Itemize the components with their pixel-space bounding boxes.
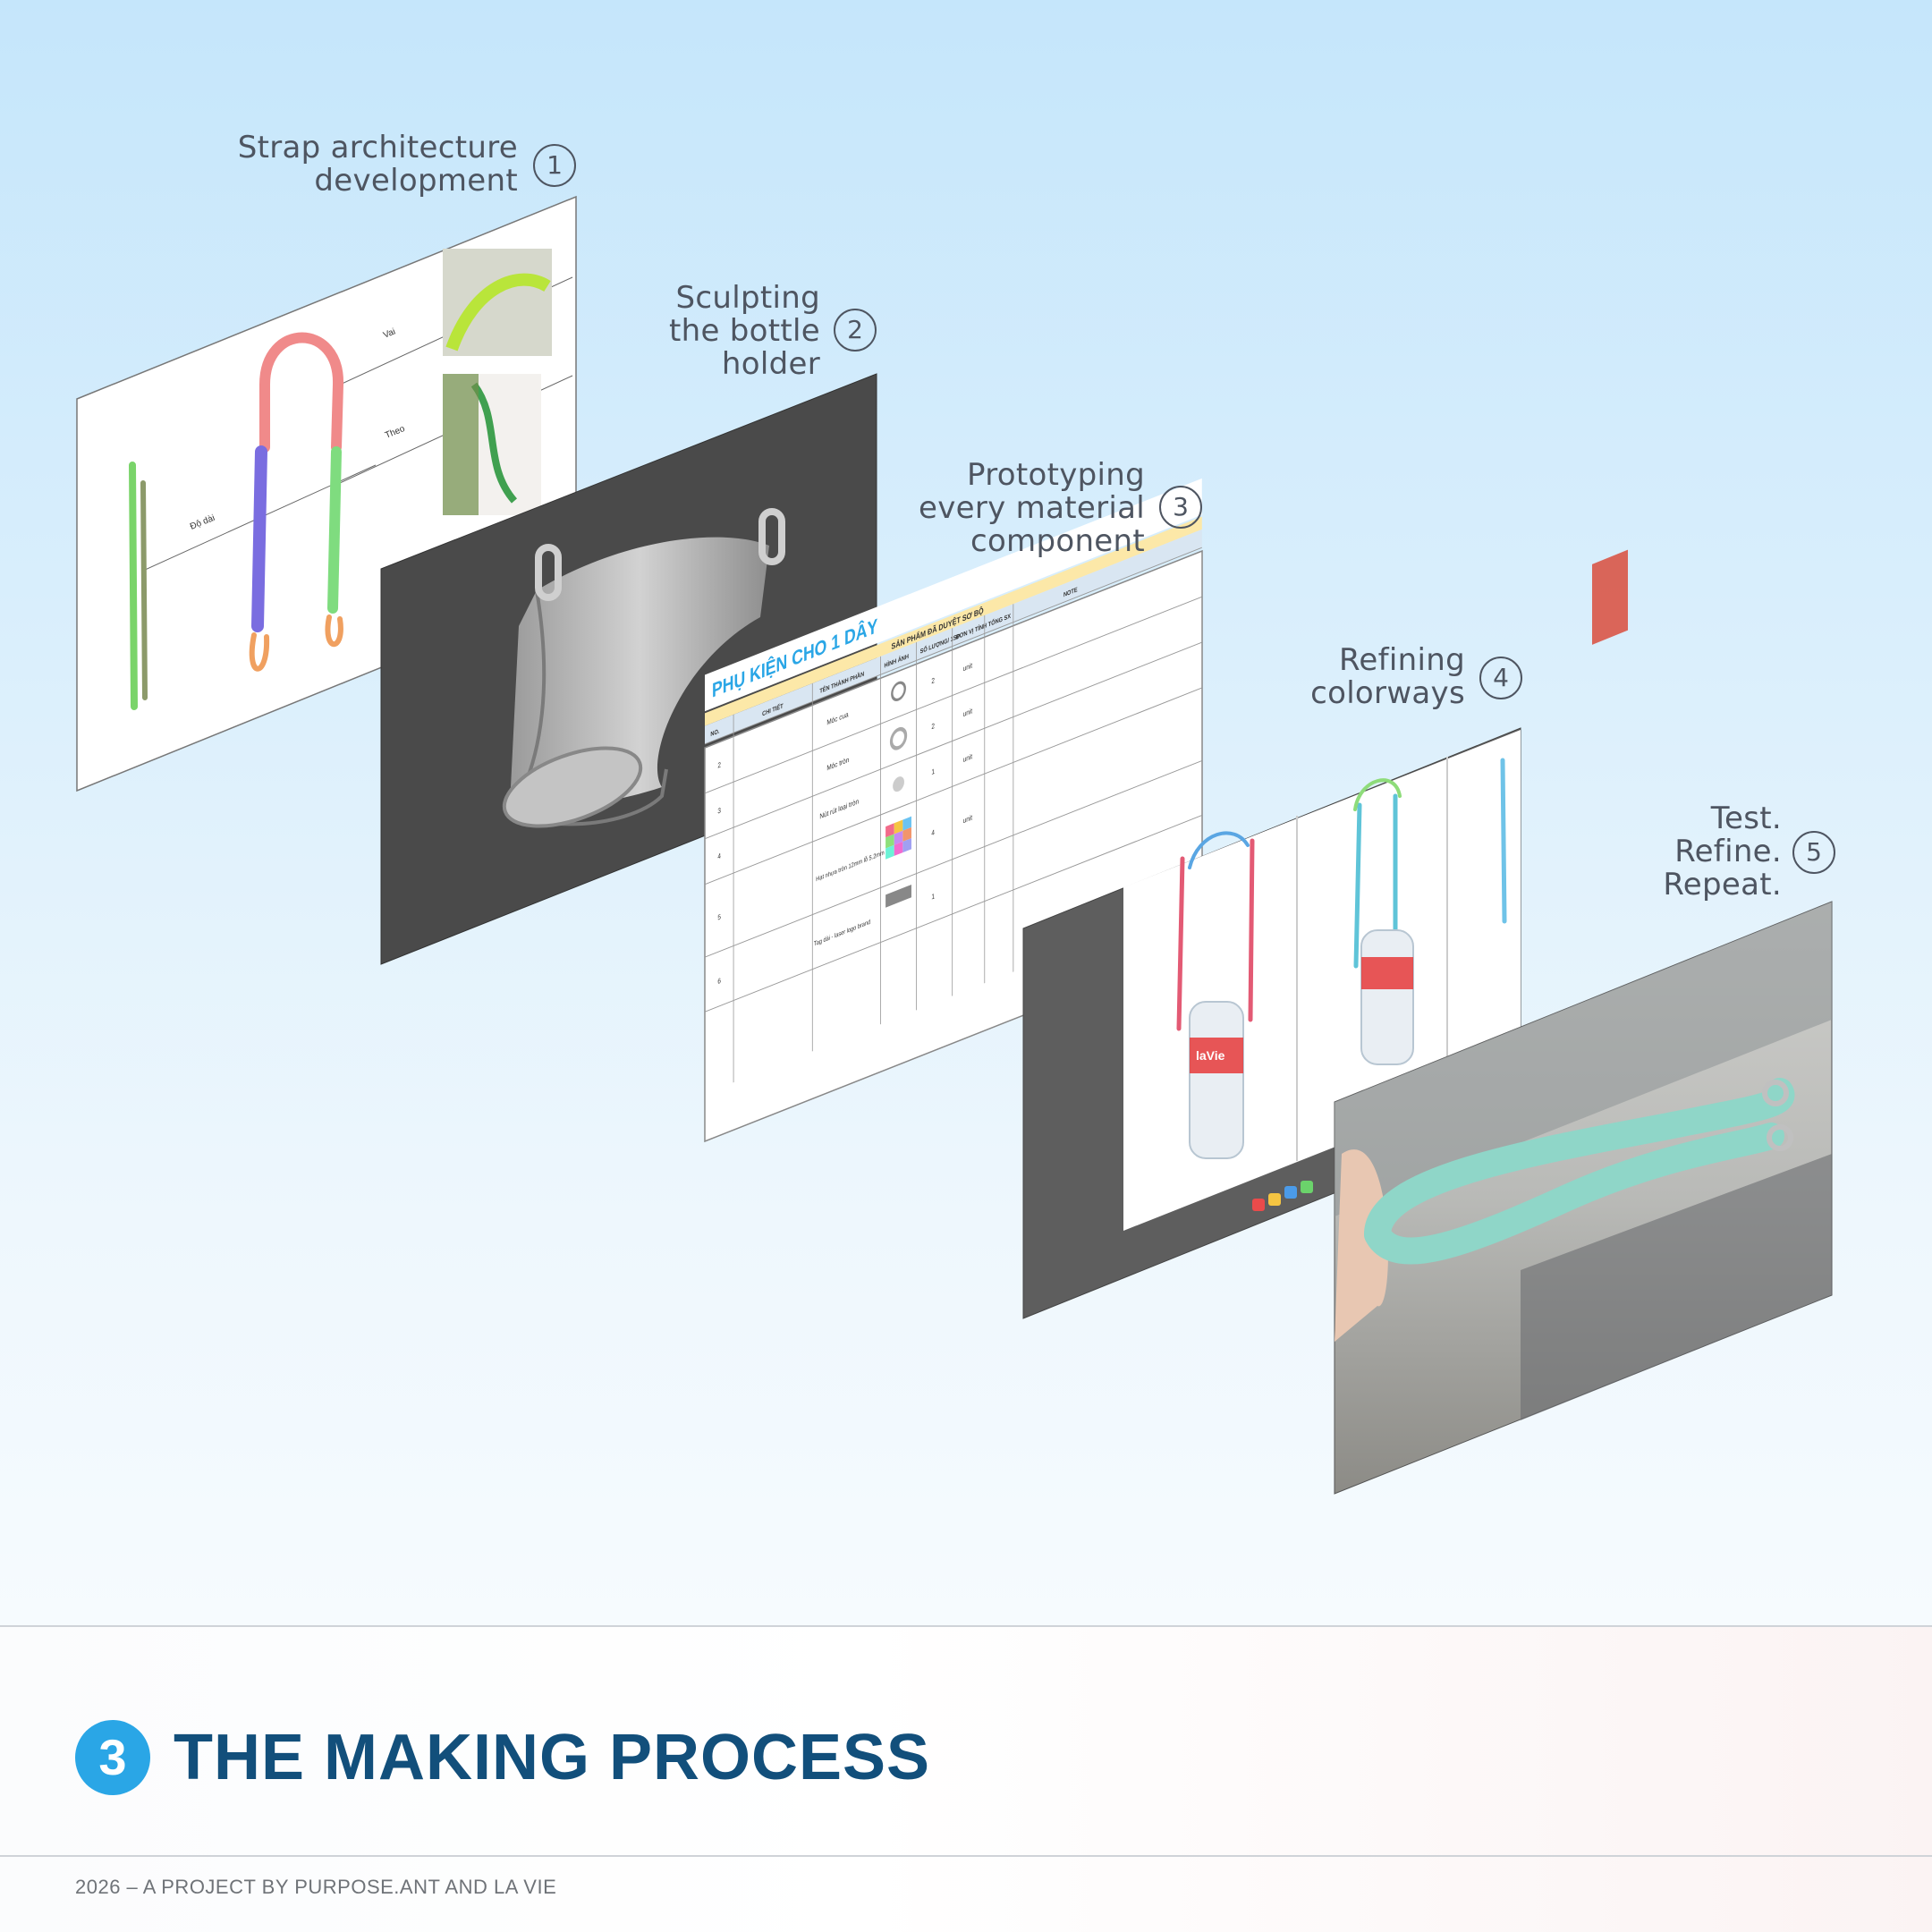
step-2-label: Sculpting the bottle holder bbox=[668, 280, 820, 382]
section-number-badge: 3 bbox=[75, 1720, 150, 1795]
spec-row-no: 2 bbox=[717, 760, 721, 770]
bottle-label: laVie bbox=[1196, 1048, 1225, 1063]
dock-icons bbox=[1252, 1181, 1313, 1211]
divider-bottom bbox=[0, 1855, 1932, 1857]
spec-row-qty: 4 bbox=[931, 827, 935, 837]
step-3-label: Prototyping every material component bbox=[919, 457, 1145, 559]
step-1-label: Strap architecture development bbox=[237, 130, 518, 199]
title-band bbox=[0, 1626, 1932, 1932]
spec-col-no: NO. bbox=[710, 728, 719, 739]
strap-reference-photos bbox=[443, 249, 552, 515]
spec-row-no: 4 bbox=[717, 852, 721, 861]
strap-label-vai: Vai bbox=[382, 326, 397, 340]
spec-row-unit: unit bbox=[963, 660, 973, 673]
section-title-text: THE MAKING PROCESS bbox=[174, 1722, 931, 1793]
step-4-label: Refining colorways bbox=[1310, 642, 1465, 711]
footer-credit: 2026 – A PROJECT BY PURPOSE.ANT AND LA V… bbox=[75, 1876, 557, 1898]
spec-row-unit: unit bbox=[963, 751, 973, 764]
step-1-badge: 1 bbox=[533, 144, 576, 187]
bottle-red: laVie bbox=[1189, 1001, 1244, 1159]
spec-row-qty: 2 bbox=[931, 675, 935, 685]
step-3-badge: 3 bbox=[1159, 486, 1202, 529]
spec-row-qty: 1 bbox=[931, 767, 935, 776]
step-5-label: Test. Refine. Repeat. bbox=[1663, 801, 1782, 902]
spec-row-no: 6 bbox=[717, 976, 721, 986]
spec-row-unit: unit bbox=[963, 706, 973, 718]
spec-row-no: 5 bbox=[717, 912, 721, 922]
bottle-green bbox=[1360, 929, 1414, 1065]
divider-top bbox=[0, 1625, 1932, 1627]
section-title: 3 THE MAKING PROCESS bbox=[75, 1717, 930, 1798]
bead-swatch bbox=[886, 816, 911, 860]
layer-test-photo bbox=[1334, 549, 1833, 1495]
spec-row-qty: 2 bbox=[931, 721, 935, 731]
spec-row-no: 3 bbox=[717, 806, 721, 816]
step-2-badge: 2 bbox=[834, 309, 877, 352]
strap-sketch bbox=[129, 332, 344, 710]
spec-row-unit: unit bbox=[963, 812, 973, 825]
layer-strap-architecture: Vai Theo Độ dài bbox=[76, 195, 577, 792]
step-5-badge: 5 bbox=[1792, 831, 1835, 874]
spec-row-qty: 1 bbox=[931, 892, 935, 902]
process-stack: Vai Theo Độ dài bbox=[76, 195, 1833, 1495]
step-4-badge: 4 bbox=[1479, 657, 1522, 699]
